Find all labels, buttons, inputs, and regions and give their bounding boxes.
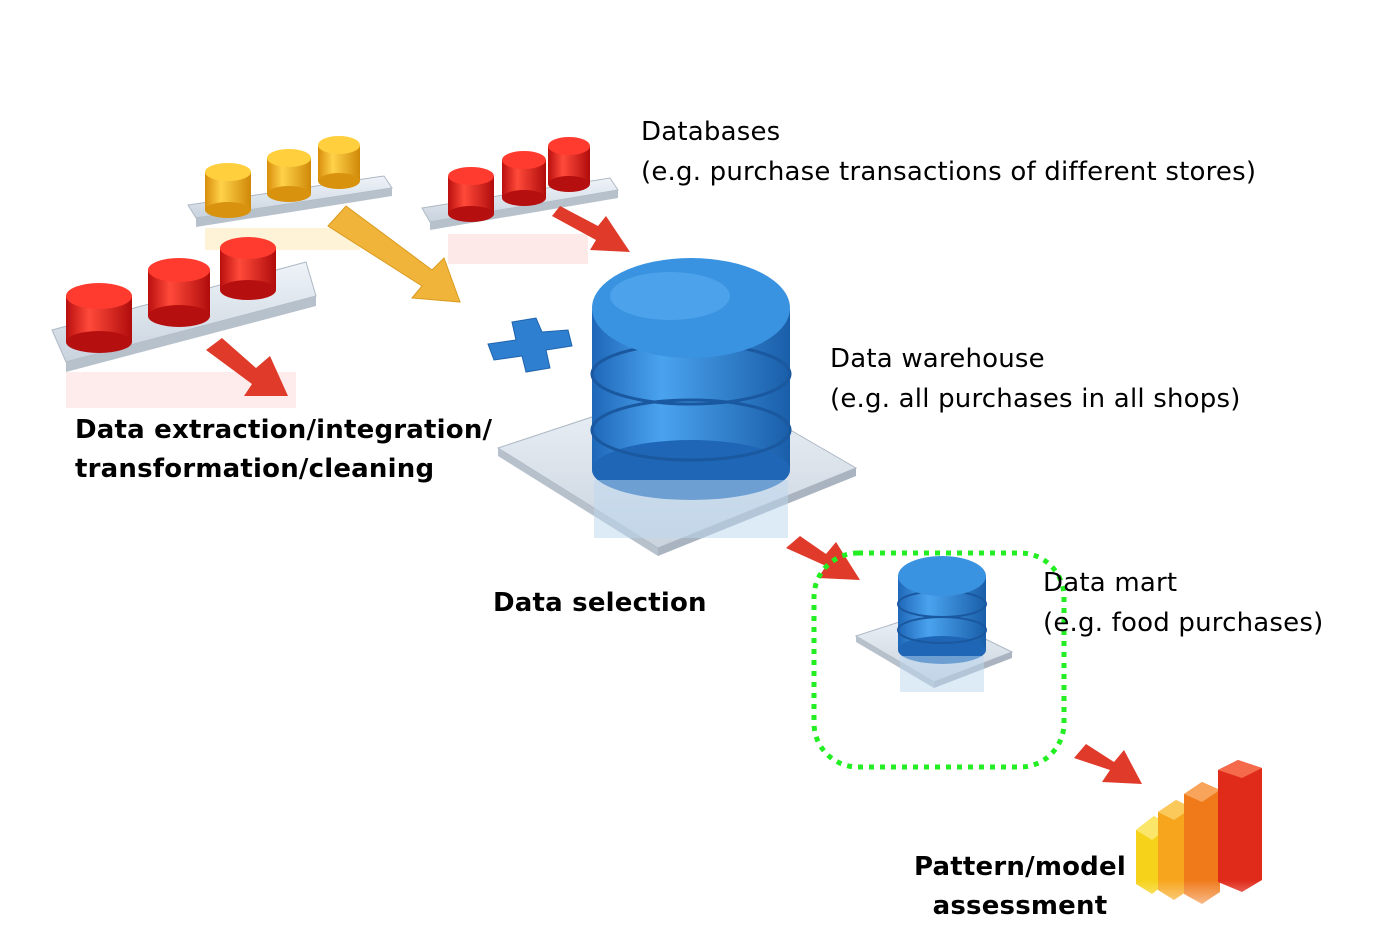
data-selection-text: Data selection (493, 588, 707, 618)
database-cylinder-icon (318, 136, 360, 189)
databases-example: (e.g. purchase transactions of different… (641, 157, 1257, 187)
databases-label: Databases (e.g. purchase transactions of… (641, 112, 1256, 192)
database-cylinder-icon (502, 151, 546, 206)
data-mart-cylinder (854, 556, 1014, 692)
pattern-line1: Pattern/model (914, 852, 1126, 882)
database-cylinder-icon (267, 149, 311, 202)
bar-chart-bar (1218, 760, 1262, 892)
extraction-label: Data extraction/integration/ transformat… (75, 411, 492, 489)
arrow-icon (552, 206, 630, 252)
data-warehouse-label: Data warehouse (e.g. all purchases in al… (830, 339, 1241, 419)
arrow-icon (206, 338, 288, 396)
plus-icon (487, 317, 573, 373)
data-warehouse-title: Data warehouse (830, 344, 1045, 374)
data-warehouse-example: (e.g. all purchases in all shops) (830, 384, 1241, 414)
arrow-icon (786, 536, 860, 580)
databases-title: Databases (641, 117, 781, 147)
database-cylinder-icon (205, 163, 251, 218)
arrow-icon (327, 205, 461, 303)
data-mart-highlight (811, 550, 1067, 770)
data-warehouse-cylinder (496, 258, 858, 556)
database-cylinder-icon (66, 283, 132, 353)
pattern-assessment-label: Pattern/model assessment (914, 848, 1126, 926)
arrow-icon (1074, 744, 1142, 784)
database-cylinder-icon (448, 167, 494, 222)
extraction-line1: Data extraction/integration/ (75, 415, 493, 445)
bar-chart-bar (1184, 782, 1220, 904)
bar-chart-bar (1158, 800, 1192, 900)
data-mart-example: (e.g. food purchases) (1043, 608, 1324, 638)
extraction-line2: transformation/cleaning (75, 454, 435, 484)
bar-chart-icon (1130, 760, 1270, 930)
pattern-line2: assessment (932, 891, 1108, 921)
red-database-tray-left (51, 237, 317, 408)
database-cylinder-icon (548, 137, 590, 192)
red-database-tray-top (421, 137, 619, 264)
data-selection-label: Data selection (493, 584, 707, 623)
database-cylinder-icon (220, 237, 276, 300)
data-mart-label: Data mart (e.g. food purchases) (1043, 563, 1323, 643)
database-cylinder-icon (148, 258, 210, 327)
data-mart-title: Data mart (1043, 568, 1178, 598)
